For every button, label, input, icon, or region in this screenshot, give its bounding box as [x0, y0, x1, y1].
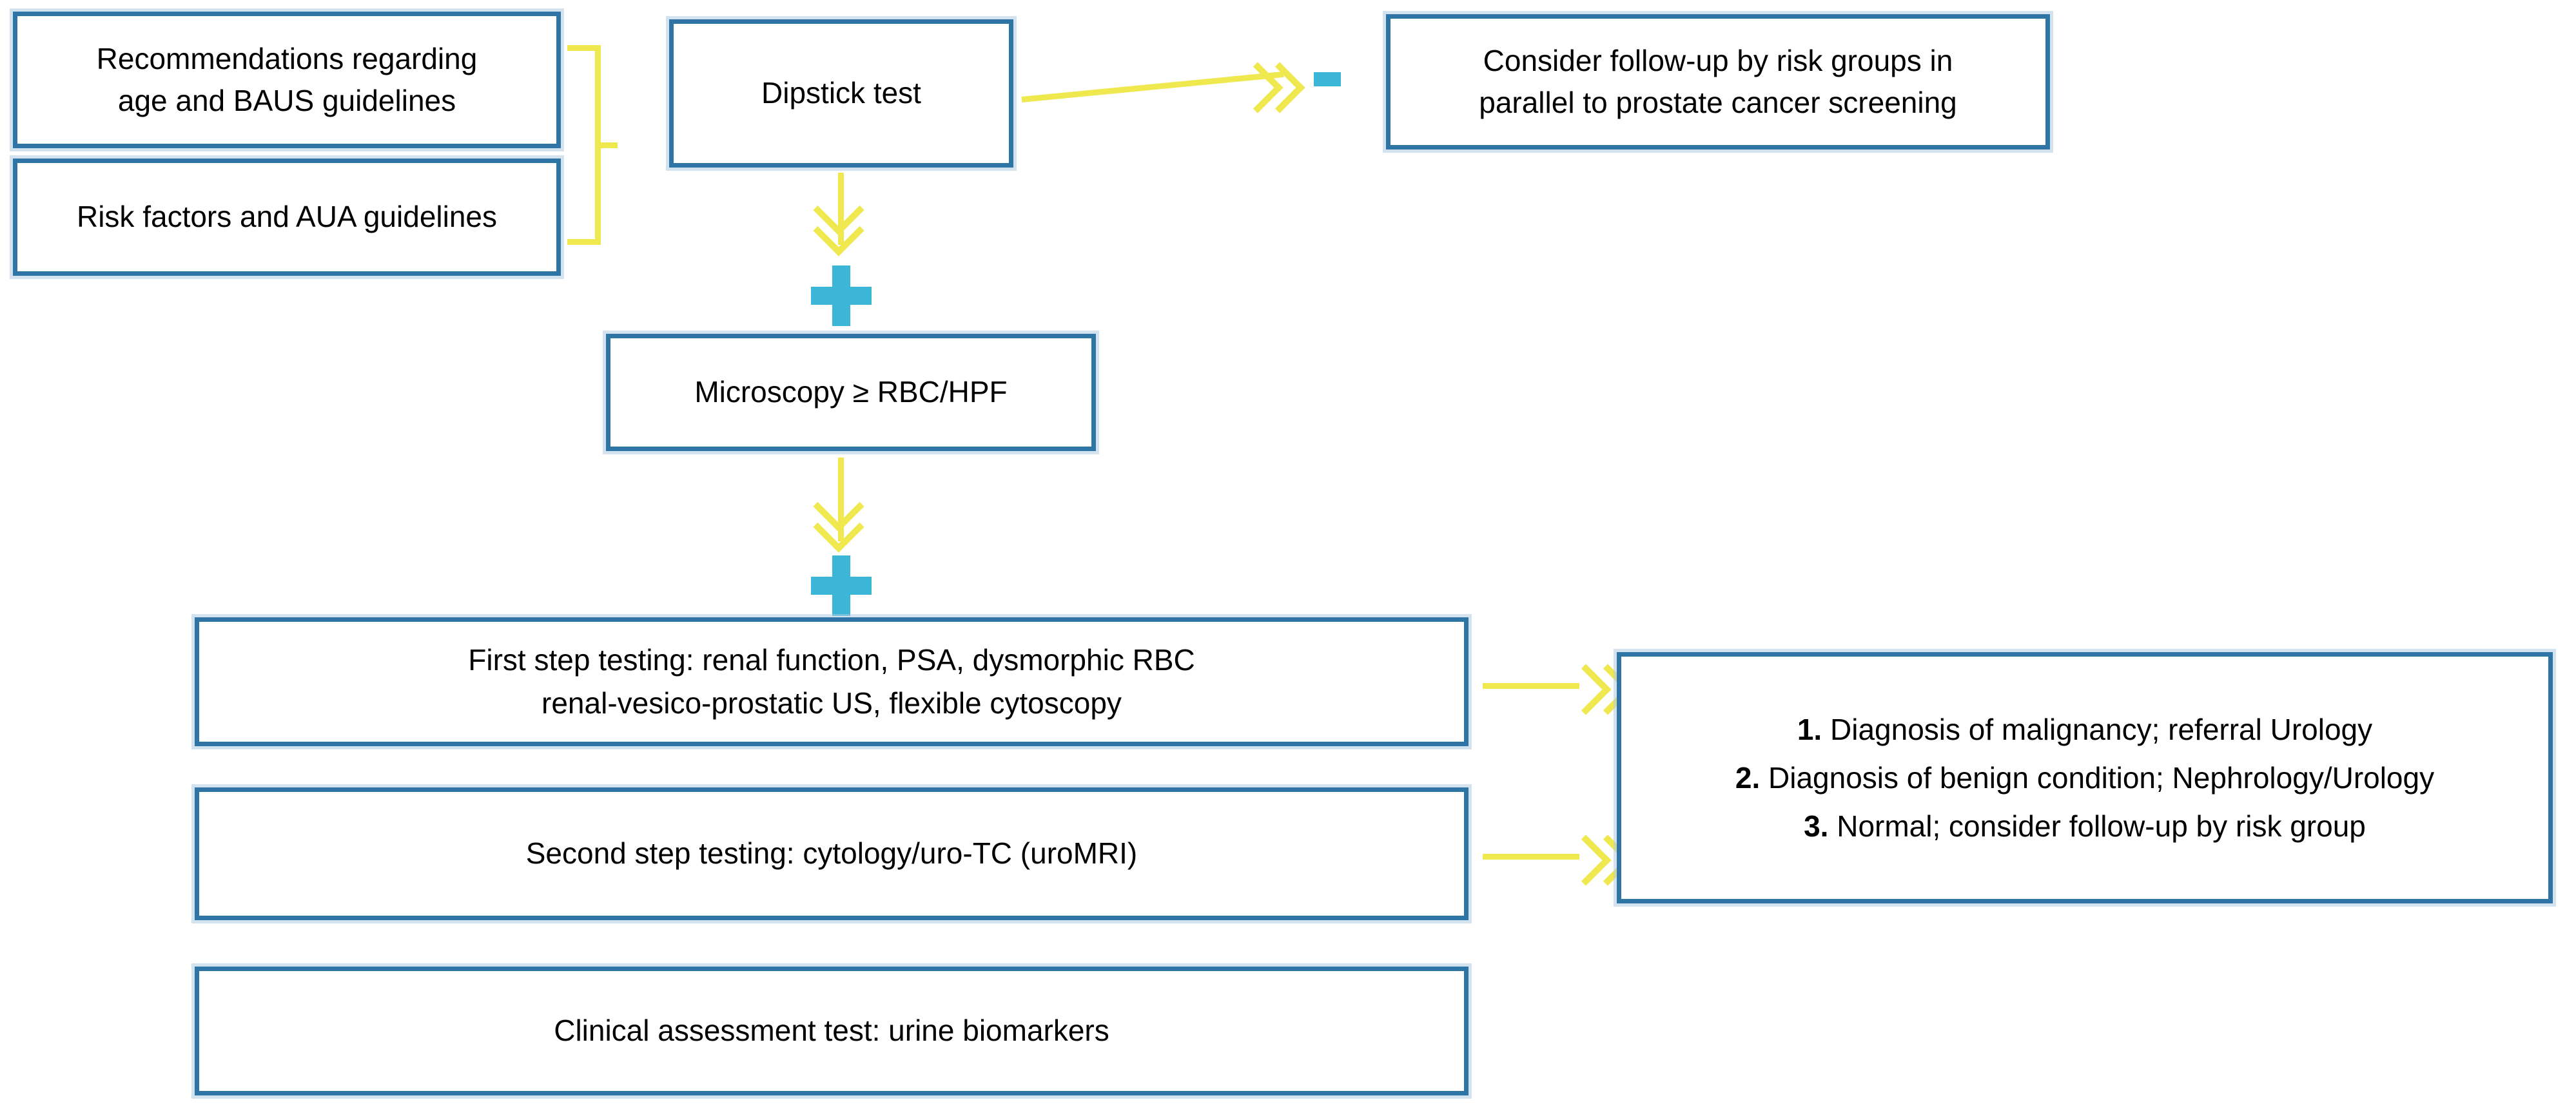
outcome-item-2: 2. Diagnosis of benign condition; Nephro… [1735, 756, 2434, 800]
node-risk-factors-text: Risk factors and AUA guidelines [65, 196, 509, 238]
node-second-step-testing-text: Second step testing: cytology/uro-TC (ur… [514, 833, 1149, 874]
node-microscopy-line1: Microscopy ≥ RBC/HPF [694, 375, 1008, 409]
outcome-number-2: 2. [1735, 760, 1761, 795]
arrow-shaft [1483, 854, 1579, 860]
outcome-item-1: 1. Diagnosis of malignancy; referral Uro… [1797, 708, 2372, 752]
node-second-step-testing-line1: Second step testing: cytology/uro-TC (ur… [525, 836, 1138, 871]
node-consider-followup[interactable]: Consider follow-up by risk groups in par… [1386, 14, 2050, 149]
outcomes-list: 1. Diagnosis of malignancy; referral Uro… [1735, 708, 2434, 849]
node-consider-followup-text: Consider follow-up by risk groups in par… [1467, 40, 1969, 124]
node-microscopy-text: Microscopy ≥ RBC/HPF [683, 371, 1019, 413]
minus-operator-icon [1314, 72, 1341, 86]
plus-vertical-bar [832, 265, 850, 326]
outcome-item-3: 3. Normal; consider follow-up by risk gr… [1804, 804, 2366, 849]
node-recommendations-line2: age and BAUS guidelines [117, 84, 456, 117]
arrow-shaft [838, 458, 844, 541]
node-microscopy[interactable]: Microscopy ≥ RBC/HPF [606, 334, 1096, 451]
outcome-number-1: 1. [1797, 712, 1822, 746]
grouping-bracket [567, 45, 601, 245]
node-first-step-testing-line1: First step testing: renal function, PSA,… [468, 643, 1195, 677]
node-first-step-testing-line2: renal-vesico-prostatic US, flexible cyto… [542, 686, 1122, 720]
node-clinical-assessment-line1: Clinical assessment test: urine biomarke… [554, 1014, 1109, 1048]
arrow-shaft [838, 173, 844, 245]
outcome-text-1: Diagnosis of malignancy; referral Urolog… [1830, 712, 2373, 746]
node-dipstick-test-text: Dipstick test [750, 72, 933, 114]
node-dipstick-test-line1: Dipstick test [761, 76, 921, 110]
node-outcomes[interactable]: 1. Diagnosis of malignancy; referral Uro… [1617, 652, 2553, 903]
node-risk-factors[interactable]: Risk factors and AUA guidelines [13, 159, 561, 276]
node-clinical-assessment-text: Clinical assessment test: urine biomarke… [542, 1010, 1121, 1052]
grouping-bracket-stub [600, 142, 618, 148]
node-first-step-testing-text: First step testing: renal function, PSA,… [456, 639, 1206, 724]
arrow-shaft [1483, 683, 1579, 689]
node-risk-factors-line1: Risk factors and AUA guidelines [76, 200, 498, 234]
node-recommendations[interactable]: Recommendations regarding age and BAUS g… [13, 12, 561, 148]
node-clinical-assessment[interactable]: Clinical assessment test: urine biomarke… [195, 967, 1469, 1095]
outcome-text-2: Diagnosis of benign condition; Nephrolog… [1768, 760, 2435, 795]
node-dipstick-test[interactable]: Dipstick test [669, 19, 1013, 168]
node-recommendations-line1: Recommendations regarding [96, 41, 478, 75]
outcome-number-3: 3. [1804, 809, 1829, 843]
plus-operator-icon-2 [811, 555, 872, 616]
node-recommendations-text: Recommendations regarding age and BAUS g… [85, 38, 489, 122]
node-second-step-testing[interactable]: Second step testing: cytology/uro-TC (ur… [195, 787, 1469, 920]
node-consider-followup-line1: Consider follow-up by risk groups in [1483, 43, 1953, 77]
node-first-step-testing[interactable]: First step testing: renal function, PSA,… [195, 617, 1469, 746]
plus-operator-icon-1 [811, 265, 872, 326]
node-consider-followup-line2: parallel to prostate cancer screening [1479, 86, 1957, 119]
plus-vertical-bar [832, 555, 850, 616]
outcome-text-3: Normal; consider follow-up by risk group [1837, 809, 2366, 843]
